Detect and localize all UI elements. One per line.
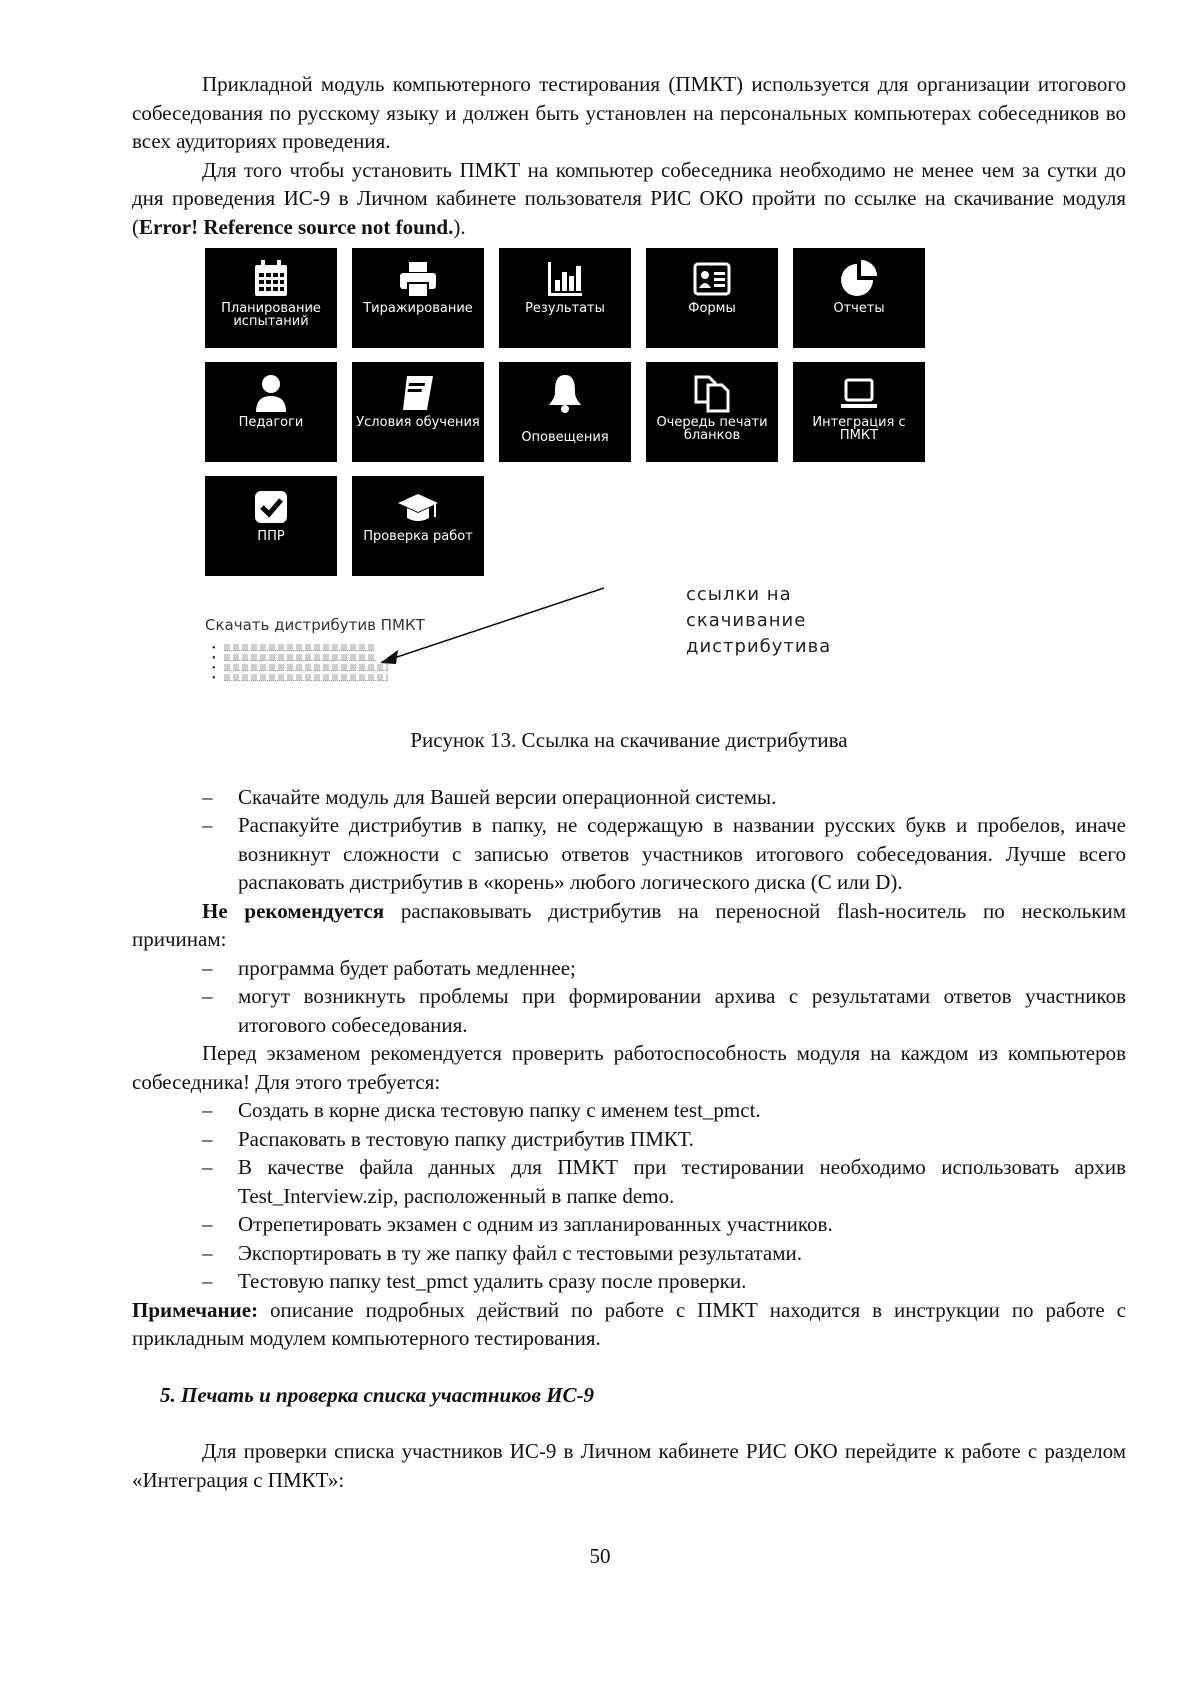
- tile-pmkt-integration[interactable]: Интеграция с ПМКТ: [793, 362, 925, 462]
- steps-list-1: –Скачайте модуль для Вашей версии операц…: [132, 783, 1126, 897]
- document-page: Прикладной модуль компьютерного тестиров…: [132, 70, 1126, 1494]
- tile-learning-conditions[interactable]: Условия обучения: [352, 362, 484, 462]
- graduation-cap-icon: [398, 494, 438, 521]
- download-link[interactable]: [212, 664, 388, 674]
- download-title: Скачать дистрибутив ПМКТ: [205, 616, 425, 634]
- laptop-icon: [841, 378, 877, 408]
- book-icon: [403, 376, 433, 410]
- download-link[interactable]: [212, 654, 388, 664]
- list-item: –Тестовую папку test_pmct удалить сразу …: [202, 1269, 747, 1293]
- section-heading: 5. Печать и проверка списка участников И…: [160, 1382, 595, 1407]
- bar-chart-icon: [548, 262, 582, 296]
- calendar-icon: [255, 260, 287, 296]
- tile-label: Планирование испытаний: [221, 301, 321, 329]
- tile-print-queue[interactable]: Очередь печати бланков: [646, 362, 778, 462]
- list-item: –Экспортировать в ту же папку файл с тес…: [202, 1240, 802, 1265]
- final-paragraph: Для проверки списка участников ИС-9 в Ли…: [132, 1439, 1126, 1492]
- tile-teachers[interactable]: Педагоги: [205, 362, 337, 462]
- tile-planning[interactable]: Планирование испытаний: [205, 248, 337, 348]
- list-item: –Распаковать в тестовую папку дистрибути…: [202, 1126, 694, 1151]
- tile-label: Формы: [688, 301, 736, 316]
- printer-icon: [400, 262, 436, 298]
- tile-ppr[interactable]: ППР: [205, 476, 337, 576]
- annotation-arrow: [380, 587, 605, 664]
- copy-icon: [694, 375, 730, 413]
- warning-paragraph: Не рекомендуется распаковывать дистрибут…: [132, 898, 1126, 952]
- download-links: [212, 644, 388, 684]
- tile-label: Условия обучения: [356, 415, 480, 430]
- page-number: 50: [589, 1544, 611, 1568]
- tile-label: Очередь печати бланков: [656, 415, 768, 443]
- tile-label: Отчеты: [833, 301, 885, 316]
- id-card-icon: [693, 262, 731, 296]
- tile-label: Педагоги: [238, 415, 304, 430]
- list-item: –могут возникнуть проблемы при формирова…: [202, 984, 1126, 1037]
- install-paragraph: Для того чтобы установить ПМКТ на компью…: [132, 156, 1126, 242]
- figure-caption: Рисунок 13. Ссылка на скачивание дистриб…: [410, 728, 848, 752]
- tile-reports[interactable]: Отчеты: [793, 248, 925, 348]
- install-text: Для того чтобы установить ПМКТ на компью…: [132, 157, 1126, 239]
- tile-label: Интеграция с ПМКТ: [812, 415, 906, 443]
- tile-label: ППР: [257, 529, 285, 544]
- tile-label: Тиражирование: [363, 301, 473, 316]
- list-item: –Создать в корне диска тестовую папку с …: [202, 1098, 761, 1122]
- tile-results[interactable]: Результаты: [499, 248, 631, 348]
- install-text-end: ).: [453, 214, 466, 239]
- tile-printing[interactable]: Тиражирование: [352, 248, 484, 348]
- note-bold: Примечание:: [132, 1297, 259, 1322]
- tile-work-check[interactable]: Проверка работ: [352, 476, 484, 576]
- list-item: –программа будет работать медленнее;: [202, 955, 576, 980]
- tile-notifications[interactable]: Оповещения: [499, 362, 631, 462]
- intro-paragraph: Прикладной модуль компьютерного тестиров…: [132, 72, 1126, 153]
- tile-label: Проверка работ: [363, 529, 473, 544]
- tile-forms[interactable]: Формы: [646, 248, 778, 348]
- warning-bold: Не рекомендуется: [202, 898, 385, 923]
- list-item: –Отрепетировать экзамен с одним из запла…: [202, 1212, 833, 1236]
- list-item: –В качестве файла данных для ПМКТ при те…: [202, 1155, 1126, 1208]
- steps-list-2: –Создать в корне диска тестовую папку с …: [132, 1096, 1126, 1296]
- checkbox-icon: [255, 491, 287, 523]
- tile-label: Оповещения: [521, 430, 609, 445]
- note-paragraph: Примечание: описание подробных действий …: [132, 1297, 1126, 1351]
- tile-label: Результаты: [525, 301, 605, 316]
- bell-icon: [549, 375, 581, 413]
- annotation-text: ссылки на скачивание дистрибутива: [686, 584, 832, 657]
- pie-chart-icon: [841, 260, 877, 296]
- download-link[interactable]: [212, 674, 388, 684]
- user-icon: [256, 375, 286, 412]
- download-link[interactable]: [212, 644, 388, 654]
- check-intro-paragraph: Перед экзаменом рекомендуется проверить …: [132, 1041, 1126, 1094]
- list-item: –Распакуйте дистрибутив в папку, не соде…: [202, 813, 1126, 894]
- figure-13: Планирование испытаний Тиражирование Рез…: [132, 248, 1126, 726]
- broken-reference: Error! Reference source not found.: [139, 214, 454, 239]
- reasons-list: –программа будет работать медленнее; –мо…: [132, 954, 1126, 1040]
- list-item: –Скачайте модуль для Вашей версии операц…: [202, 784, 777, 809]
